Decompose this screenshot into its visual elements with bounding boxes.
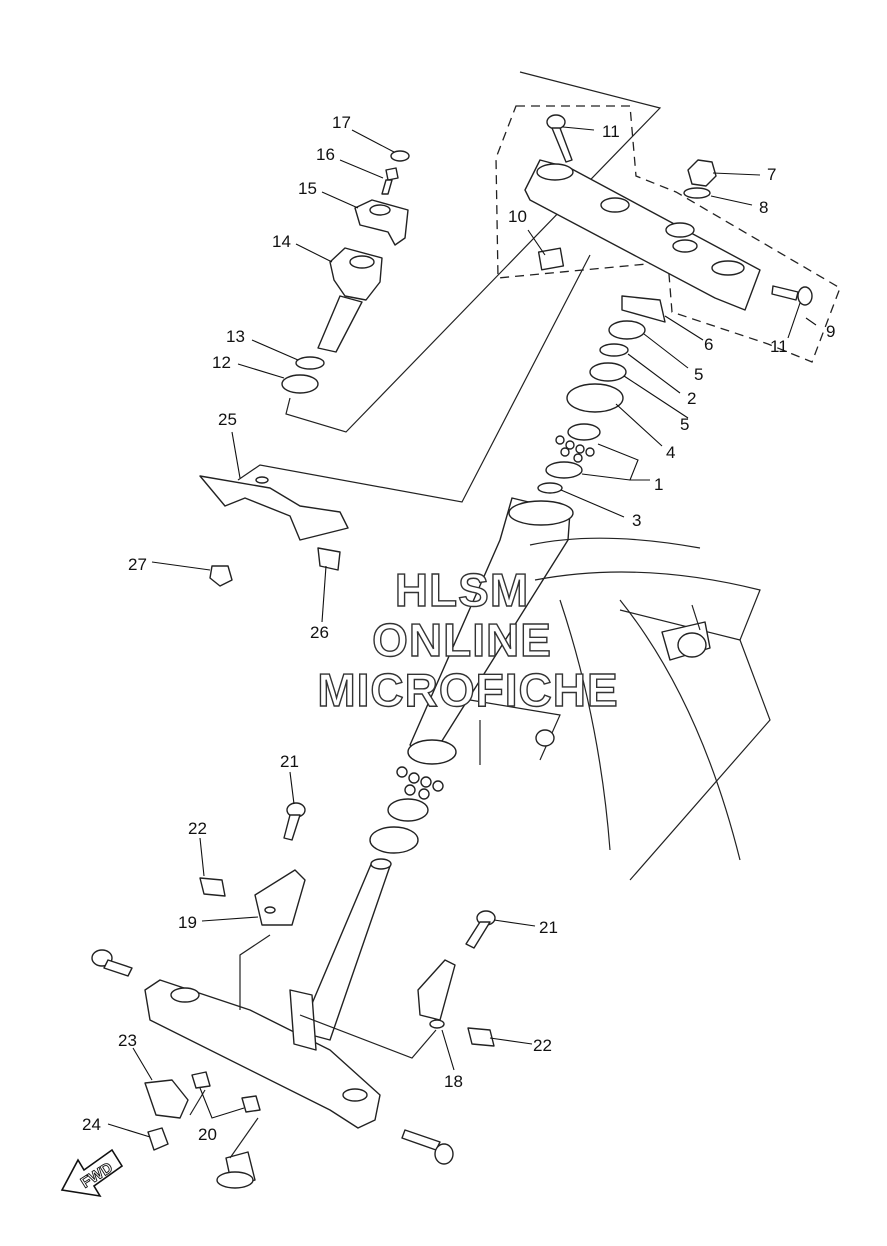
part-13-washer <box>295 356 325 370</box>
part-bolt-right-end <box>401 1129 454 1165</box>
callout-10: 10 <box>508 207 527 226</box>
callout-21b: 21 <box>539 918 558 937</box>
upper-bracket-leader <box>237 254 591 503</box>
callout-11b: 11 <box>770 337 788 356</box>
lower-seal <box>369 826 419 854</box>
callout-8: 8 <box>759 198 768 217</box>
part-22-clip-left <box>199 877 226 897</box>
callout-9: 9 <box>826 322 835 341</box>
part-23-clamp <box>144 1079 189 1119</box>
part-7-cap-nut <box>687 159 717 187</box>
callout-1: 1 <box>654 475 663 494</box>
callout-2: 2 <box>687 389 696 408</box>
callout-6: 6 <box>704 335 713 354</box>
callout-25: 25 <box>218 410 237 429</box>
upper-bracket-outline <box>285 71 662 433</box>
part-14-holder-lower <box>317 247 383 353</box>
fwd-arrow-icon: FWD <box>60 1148 124 1198</box>
part-2-washer <box>599 343 629 357</box>
callout-22b: 22 <box>533 1036 552 1055</box>
callout-12: 12 <box>212 353 231 372</box>
callout-17: 17 <box>332 113 351 132</box>
watermark: HLSM ONLINE MICROFICHE <box>317 563 619 716</box>
lower-assembly-line-2 <box>299 1014 437 1059</box>
watermark-line-2: ONLINE <box>372 614 552 666</box>
lower-race-1 <box>407 739 457 765</box>
steering-stem <box>299 858 392 1041</box>
callout-19: 19 <box>178 913 197 932</box>
part-21-bolt-left <box>283 802 306 841</box>
lower-assembly-line-3 <box>229 1117 259 1159</box>
part-17-cap-screw <box>390 150 410 162</box>
callout-21a: 21 <box>280 752 299 771</box>
part-6-lock-washer <box>621 295 666 323</box>
part-16-bolt <box>381 167 399 195</box>
callout-27: 27 <box>128 555 147 574</box>
leader-lines <box>107 126 817 1138</box>
callout-14: 14 <box>272 232 291 251</box>
part-26-clip <box>317 547 341 571</box>
part-bolt-left-end <box>91 949 133 977</box>
frame-head-pipe <box>409 497 771 881</box>
callout-23: 23 <box>118 1031 137 1050</box>
callout-labels: 11 7 8 10 9 11 6 5 2 5 4 1 3 17 16 15 14… <box>82 113 835 1144</box>
callout-5a: 5 <box>694 365 703 384</box>
callout-4: 4 <box>666 443 675 462</box>
part-4-cover <box>566 383 624 413</box>
part-15-holder-upper <box>354 199 409 246</box>
part-27-nut <box>209 565 233 587</box>
callout-5b: 5 <box>680 415 689 434</box>
callout-13: 13 <box>226 327 245 346</box>
part-10-label <box>537 247 565 271</box>
part-11-bolt-upper <box>546 114 573 163</box>
part-25-bracket <box>199 475 349 541</box>
part-3-seal <box>537 482 563 494</box>
part-21-bolt-right <box>465 910 496 949</box>
part-18-bracket <box>417 959 456 1029</box>
part-1-bearing-race-upper <box>567 423 601 441</box>
upper-bracket-assembly-frame <box>495 105 841 363</box>
part-1-bearing-race-lower <box>545 461 583 479</box>
watermark-line-3: MICROFICHE <box>317 664 618 716</box>
callout-20: 20 <box>198 1125 217 1144</box>
callout-11: 11 <box>602 122 620 141</box>
callout-24: 24 <box>82 1115 101 1134</box>
part-20-nuts <box>191 1071 261 1113</box>
lower-race-2 <box>387 798 429 822</box>
callout-3: 3 <box>632 511 641 530</box>
under-bracket <box>144 979 381 1129</box>
callout-22a: 22 <box>188 819 207 838</box>
part-9-upper-bracket <box>524 159 761 311</box>
part-22-clip-right <box>467 1027 495 1047</box>
part-5-ring-nut-lower <box>589 362 627 382</box>
part-12-damper <box>281 374 319 394</box>
part-19-bracket <box>254 869 306 926</box>
callout-15: 15 <box>298 179 317 198</box>
part-5-ring-nut-upper <box>608 320 646 340</box>
part-24-bolt <box>147 1127 169 1151</box>
callout-7: 7 <box>767 165 776 184</box>
callout-26: 26 <box>310 623 329 642</box>
callout-16: 16 <box>316 145 335 164</box>
watermark-line-1: HLSM <box>395 564 529 616</box>
callout-18: 18 <box>444 1072 463 1091</box>
lower-assembly-line-1 <box>239 934 271 1010</box>
part-11-bolt-side <box>771 285 813 306</box>
part-1-balls <box>555 435 595 463</box>
lower-balls <box>396 766 444 800</box>
part-8-washer <box>683 187 711 199</box>
lower-cap <box>216 1151 256 1189</box>
